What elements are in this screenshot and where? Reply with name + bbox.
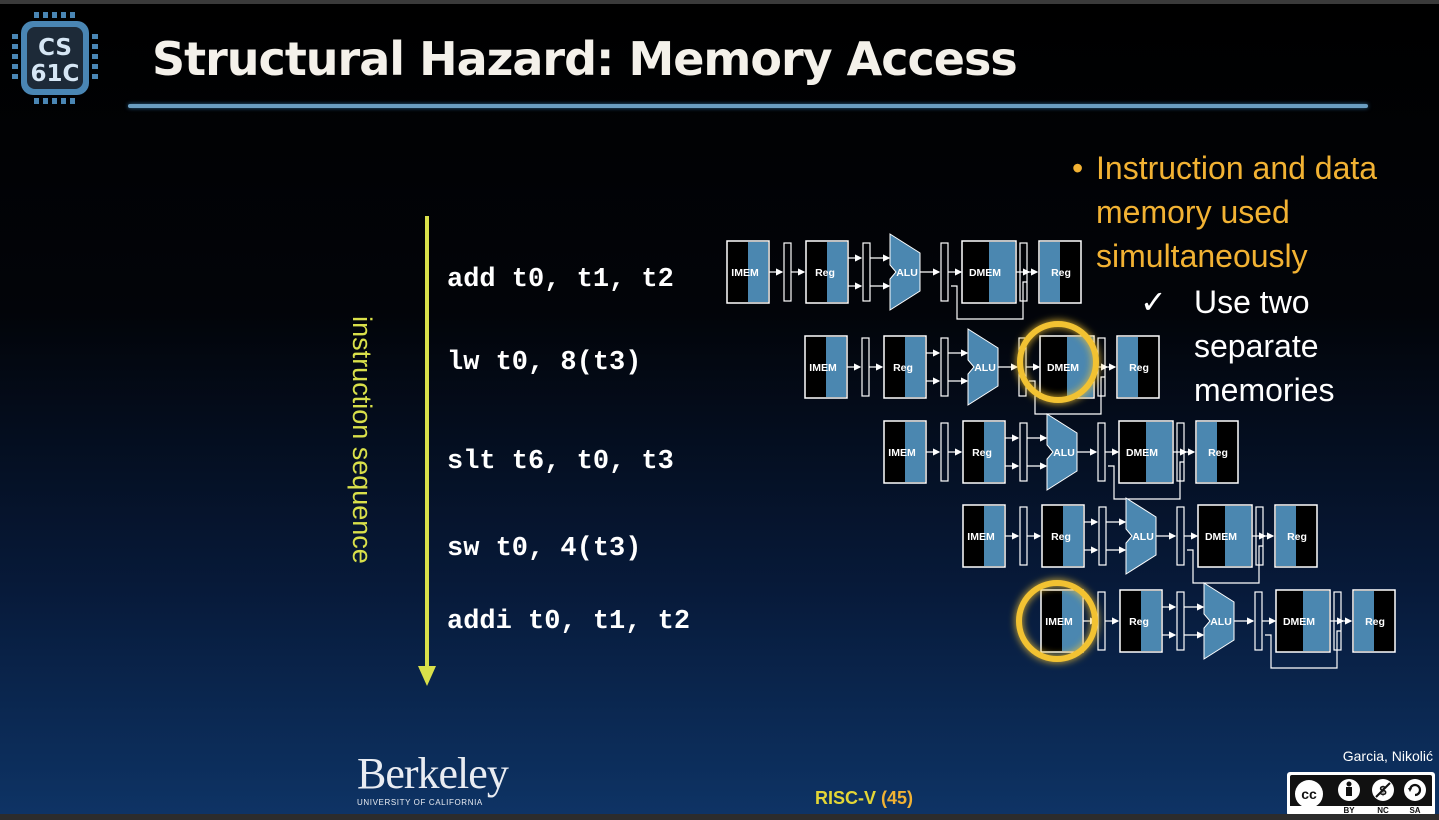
top-bar xyxy=(0,0,1439,4)
imem-label: IMEM xyxy=(888,447,916,459)
pipeline-register xyxy=(940,242,949,302)
pipeline-row-1: IMEM Reg ALU DMEM Reg xyxy=(726,233,1082,320)
reg-read-label: Reg xyxy=(815,267,835,279)
bullet-list: • Instruction and data memory used simul… xyxy=(1072,146,1432,412)
authors-label: Garcia, Nikolić xyxy=(1342,748,1433,764)
dmem-conflict-highlight xyxy=(1017,321,1099,403)
pipeline-register xyxy=(1019,422,1028,482)
pipeline-register xyxy=(940,422,949,482)
dmem-label: DMEM xyxy=(1283,616,1315,628)
pipeline-register xyxy=(1097,422,1106,482)
imem-label: IMEM xyxy=(809,362,837,374)
slide-footer: RISC-V (45) xyxy=(815,788,913,809)
alu-label: ALU xyxy=(896,267,918,279)
alu-shape xyxy=(889,233,921,311)
instruction-2: lw t0, 8(t3) xyxy=(447,348,642,378)
bullet-dot-icon: • xyxy=(1072,150,1084,186)
reg-write-label: Reg xyxy=(1287,531,1307,543)
slide-title: Structural Hazard: Memory Access xyxy=(152,32,1018,86)
bullet-main-text: Instruction and data memory used simulta… xyxy=(1096,150,1378,274)
cc-icon xyxy=(1295,780,1323,808)
pipeline-register xyxy=(940,337,949,397)
imem-label: IMEM xyxy=(1045,616,1073,628)
berkeley-subtitle: UNIVERSITY OF CALIFORNIA xyxy=(357,798,483,807)
dmem-label: DMEM xyxy=(1126,447,1158,459)
creative-commons-badge: cc $ BY NC SA xyxy=(1287,772,1435,816)
alu-shape xyxy=(1046,413,1078,491)
alu-shape xyxy=(1125,497,1157,575)
bullet-main: • Instruction and data memory used simul… xyxy=(1072,146,1432,278)
reg-write-label: Reg xyxy=(1051,267,1071,279)
alu-shape xyxy=(967,328,999,406)
reg-read-label: Reg xyxy=(893,362,913,374)
logo-text-cs: CS xyxy=(38,35,72,61)
instruction-5: addi t0, t1, t2 xyxy=(447,607,691,637)
pipeline-row-3: IMEM Reg ALU DMEM Reg xyxy=(883,413,1239,500)
bullet-sub: ✓ Use two separate memories xyxy=(1140,280,1432,412)
reg-read-label: Reg xyxy=(972,447,992,459)
instruction-4: sw t0, 4(t3) xyxy=(447,534,642,564)
alu-shape xyxy=(1203,582,1235,660)
alu-label: ALU xyxy=(974,362,996,374)
pipeline-register xyxy=(1176,591,1185,651)
pipeline-register xyxy=(783,242,792,302)
dmem-label: DMEM xyxy=(969,267,1001,279)
reg-read-label: Reg xyxy=(1051,531,1071,543)
pipeline-register xyxy=(1098,506,1107,566)
sequence-arrow-head xyxy=(418,666,436,686)
license-nc: NC xyxy=(1377,806,1389,815)
instruction-1: add t0, t1, t2 xyxy=(447,265,674,295)
license-sa: SA xyxy=(1409,806,1420,815)
reg-write-label: Reg xyxy=(1129,362,1149,374)
pipeline-register xyxy=(862,242,871,302)
title-underline xyxy=(128,104,1368,108)
alu-label: ALU xyxy=(1132,531,1154,543)
pipeline-register xyxy=(1097,591,1106,651)
pipeline-register xyxy=(1019,506,1028,566)
pipeline-register xyxy=(861,337,870,397)
dmem-label: DMEM xyxy=(1047,362,1079,374)
cs61c-chip-logo: CS 61C xyxy=(12,12,98,104)
berkeley-wordmark: Berkeley xyxy=(357,749,509,798)
reg-write-label: Reg xyxy=(1208,447,1228,459)
pipeline-row-5: IMEM Reg ALU DMEM Reg xyxy=(1040,582,1396,669)
alu-label: ALU xyxy=(1210,616,1232,628)
checkmark-icon: ✓ xyxy=(1140,284,1167,320)
pipeline-row-4: IMEM Reg ALU DMEM Reg xyxy=(962,497,1318,584)
pipeline-register xyxy=(1254,591,1263,651)
reg-write-label: Reg xyxy=(1365,616,1385,628)
cc-text: cc xyxy=(1301,786,1317,802)
dmem-label: DMEM xyxy=(1205,531,1237,543)
bullet-sub-text: Use two separate memories xyxy=(1194,284,1335,408)
imem-conflict-highlight xyxy=(1016,580,1098,662)
sa-share-icon xyxy=(1404,779,1426,801)
instruction-sequence-label: instruction sequence xyxy=(347,316,377,564)
license-by: BY xyxy=(1343,806,1355,815)
reg-read-label: Reg xyxy=(1129,616,1149,628)
instruction-3: slt t6, t0, t3 xyxy=(447,447,674,477)
berkeley-logo: Berkeley UNIVERSITY OF CALIFORNIA xyxy=(357,749,509,808)
imem-label: IMEM xyxy=(967,531,995,543)
pipeline-register xyxy=(1176,506,1185,566)
bottom-bar xyxy=(0,814,1439,820)
slide-number: (45) xyxy=(881,788,914,808)
logo-text-61c: 61C xyxy=(31,61,80,87)
imem-label: IMEM xyxy=(731,267,759,279)
footer-risc-label: RISC-V xyxy=(815,788,877,808)
alu-label: ALU xyxy=(1053,447,1075,459)
